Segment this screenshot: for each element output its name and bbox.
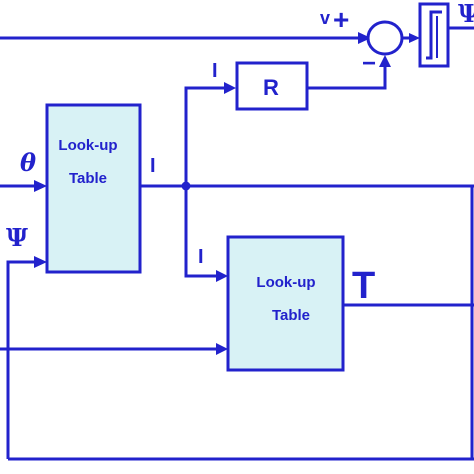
current-output-label: I bbox=[150, 155, 156, 177]
resistor-block bbox=[235, 61, 309, 111]
lookup-table-1 bbox=[45, 103, 142, 274]
arrow-current-into-table2 bbox=[216, 270, 228, 282]
theta-label: θ bbox=[20, 148, 36, 177]
arrow-psi-into-table1 bbox=[34, 256, 47, 268]
lookup-table-2 bbox=[226, 235, 345, 372]
lookup-table-2-line1: Look-up bbox=[256, 274, 315, 291]
hysteresis-block bbox=[418, 2, 450, 68]
resistor-label: R bbox=[263, 75, 279, 100]
lookup-table-1-line2: Table bbox=[69, 170, 107, 187]
psi-input-line bbox=[6, 260, 36, 459]
torque-label: T bbox=[352, 265, 375, 307]
hysteresis-symbol bbox=[426, 10, 442, 60]
arrow-into-r bbox=[224, 82, 236, 94]
voltage-label: v bbox=[320, 8, 330, 28]
branch-to-table2 bbox=[184, 186, 218, 278]
current-to-table2-label: I bbox=[198, 246, 204, 268]
lookup-table-2-line2: Table bbox=[272, 307, 310, 324]
branch-to-r bbox=[184, 86, 226, 186]
sum-minus-sign: − bbox=[362, 50, 376, 77]
arrow-angle-into-table2 bbox=[216, 343, 228, 355]
arrow-into-sum-minus bbox=[379, 55, 391, 67]
current-to-r-label: I bbox=[212, 60, 218, 82]
psi-output-label: Ψ bbox=[458, 0, 474, 28]
arrow-into-sum-plus bbox=[358, 32, 371, 44]
lookup-table-1-line1: Look-up bbox=[58, 137, 117, 154]
psi-label: Ψ bbox=[6, 223, 28, 252]
r-to-sum bbox=[307, 64, 387, 90]
arrow-theta-into-table1 bbox=[34, 180, 47, 192]
arrow-into-hysteresis bbox=[409, 33, 420, 43]
sum-plus-sign: + bbox=[333, 4, 349, 35]
